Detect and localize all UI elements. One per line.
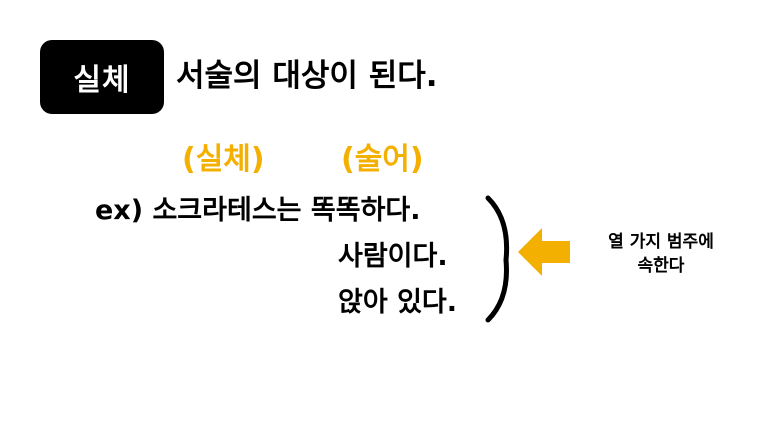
right-brace-icon [485, 195, 510, 323]
category-note-line-1: 열 가지 범주에 [608, 232, 714, 252]
example-sentence-2: 사람이다. [338, 241, 448, 272]
category-note: 열 가지 범주에 속한다 [586, 230, 736, 278]
badge-label: 실체 [73, 63, 131, 98]
example-sentence-1: ex) 소크라테스는 똑똑하다. [95, 195, 421, 226]
left-arrow-icon [518, 228, 570, 276]
predicate-label: (술어) [341, 142, 424, 177]
category-note-line-2: 속한다 [637, 256, 685, 276]
example-sentence-3: 앉아 있다. [338, 287, 458, 318]
subject-label: (실체) [182, 142, 265, 177]
substance-badge: 실체 [40, 40, 164, 114]
page-heading: 서술의 대상이 된다. [176, 58, 438, 94]
